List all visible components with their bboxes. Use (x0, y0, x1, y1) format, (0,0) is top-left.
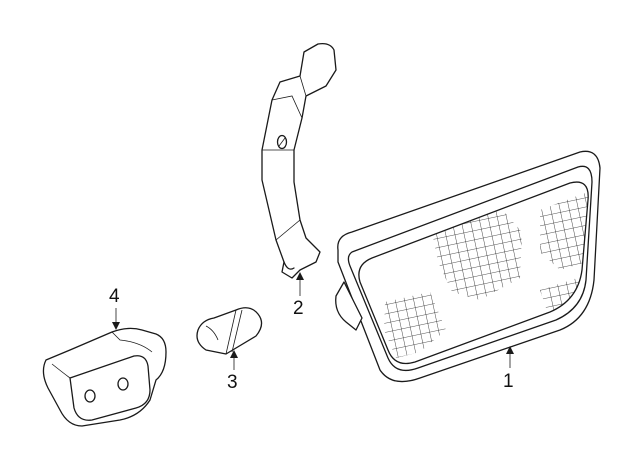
callout-3: 3 (227, 372, 238, 393)
leader-3 (230, 350, 238, 370)
callout-2: 2 (293, 298, 304, 319)
leader-1 (506, 346, 514, 368)
part-1-lamp-assembly (335, 150, 601, 383)
callout-4: 4 (109, 286, 120, 307)
part-4-socket (42, 327, 167, 427)
leader-2 (296, 272, 304, 296)
part-3-bulb (196, 307, 263, 355)
leader-4 (112, 308, 120, 330)
callout-1: 1 (503, 371, 514, 392)
part-2-bracket (261, 42, 337, 279)
